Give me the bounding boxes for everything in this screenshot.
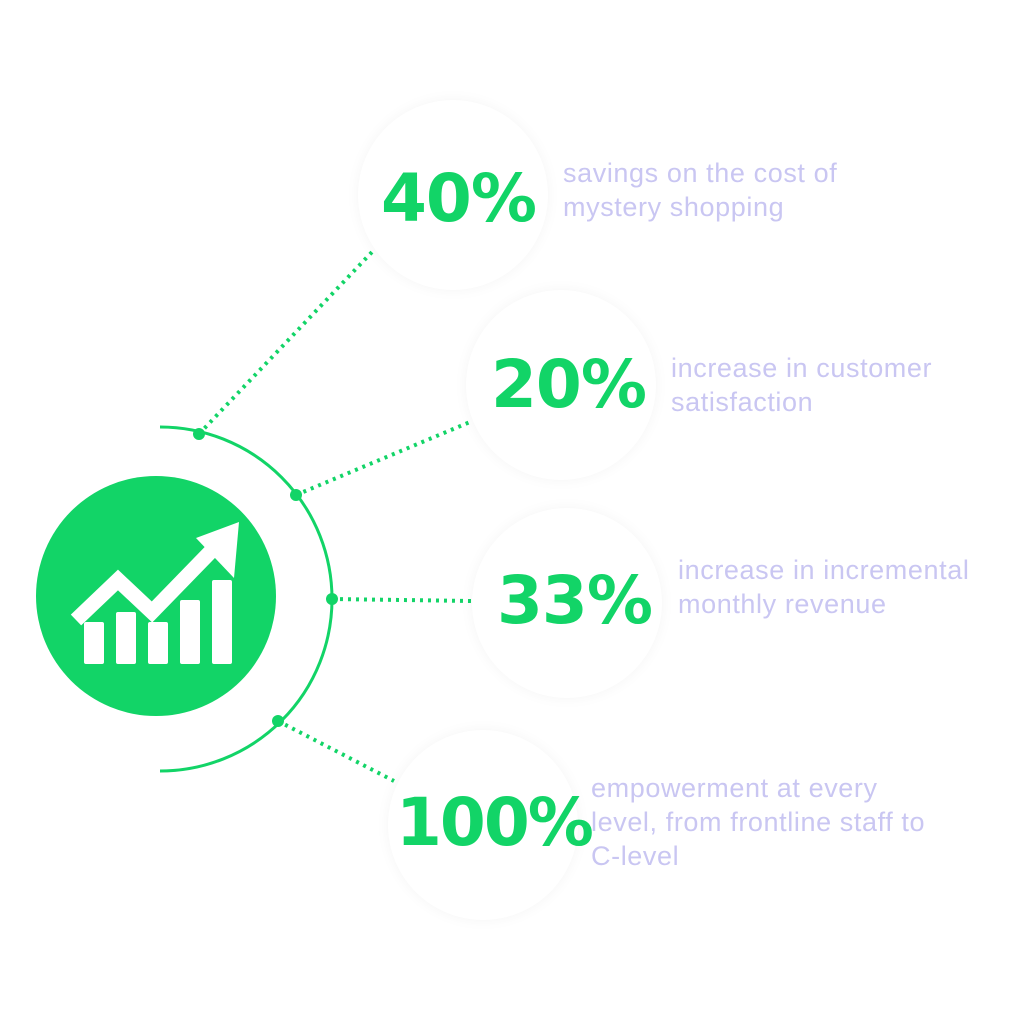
stat-description-2: increase in customer satisfaction [671, 353, 933, 417]
connector-line-4 [277, 719, 395, 783]
connector-line-3 [331, 597, 473, 603]
stat-bubble-2 [466, 290, 656, 480]
stat-value-4: 100% [396, 784, 594, 861]
connector-line-2 [295, 420, 471, 497]
stat-bubble-4 [388, 730, 578, 920]
connector-line-1 [197, 250, 374, 436]
stat-value-3: 33% [497, 562, 653, 639]
stat-bubble-3 [472, 508, 662, 698]
connector-dot-3 [326, 593, 338, 605]
stat-description-1: savings on the cost of mystery shopping [563, 158, 838, 222]
stat-description-3: increase in incremental monthly revenue [678, 555, 970, 619]
stat-value-2: 20% [491, 346, 647, 423]
connector-dot-4 [272, 715, 284, 727]
hub-circle [36, 476, 276, 716]
stat-value-1: 40% [381, 160, 537, 237]
connector-dot-2 [290, 489, 302, 501]
stat-description-4: empowerment at every level, from frontli… [591, 773, 926, 871]
connector-dot-1 [193, 428, 205, 440]
stat-bubble-1 [358, 100, 548, 290]
growth-chart-arrow-icon [70, 522, 239, 664]
